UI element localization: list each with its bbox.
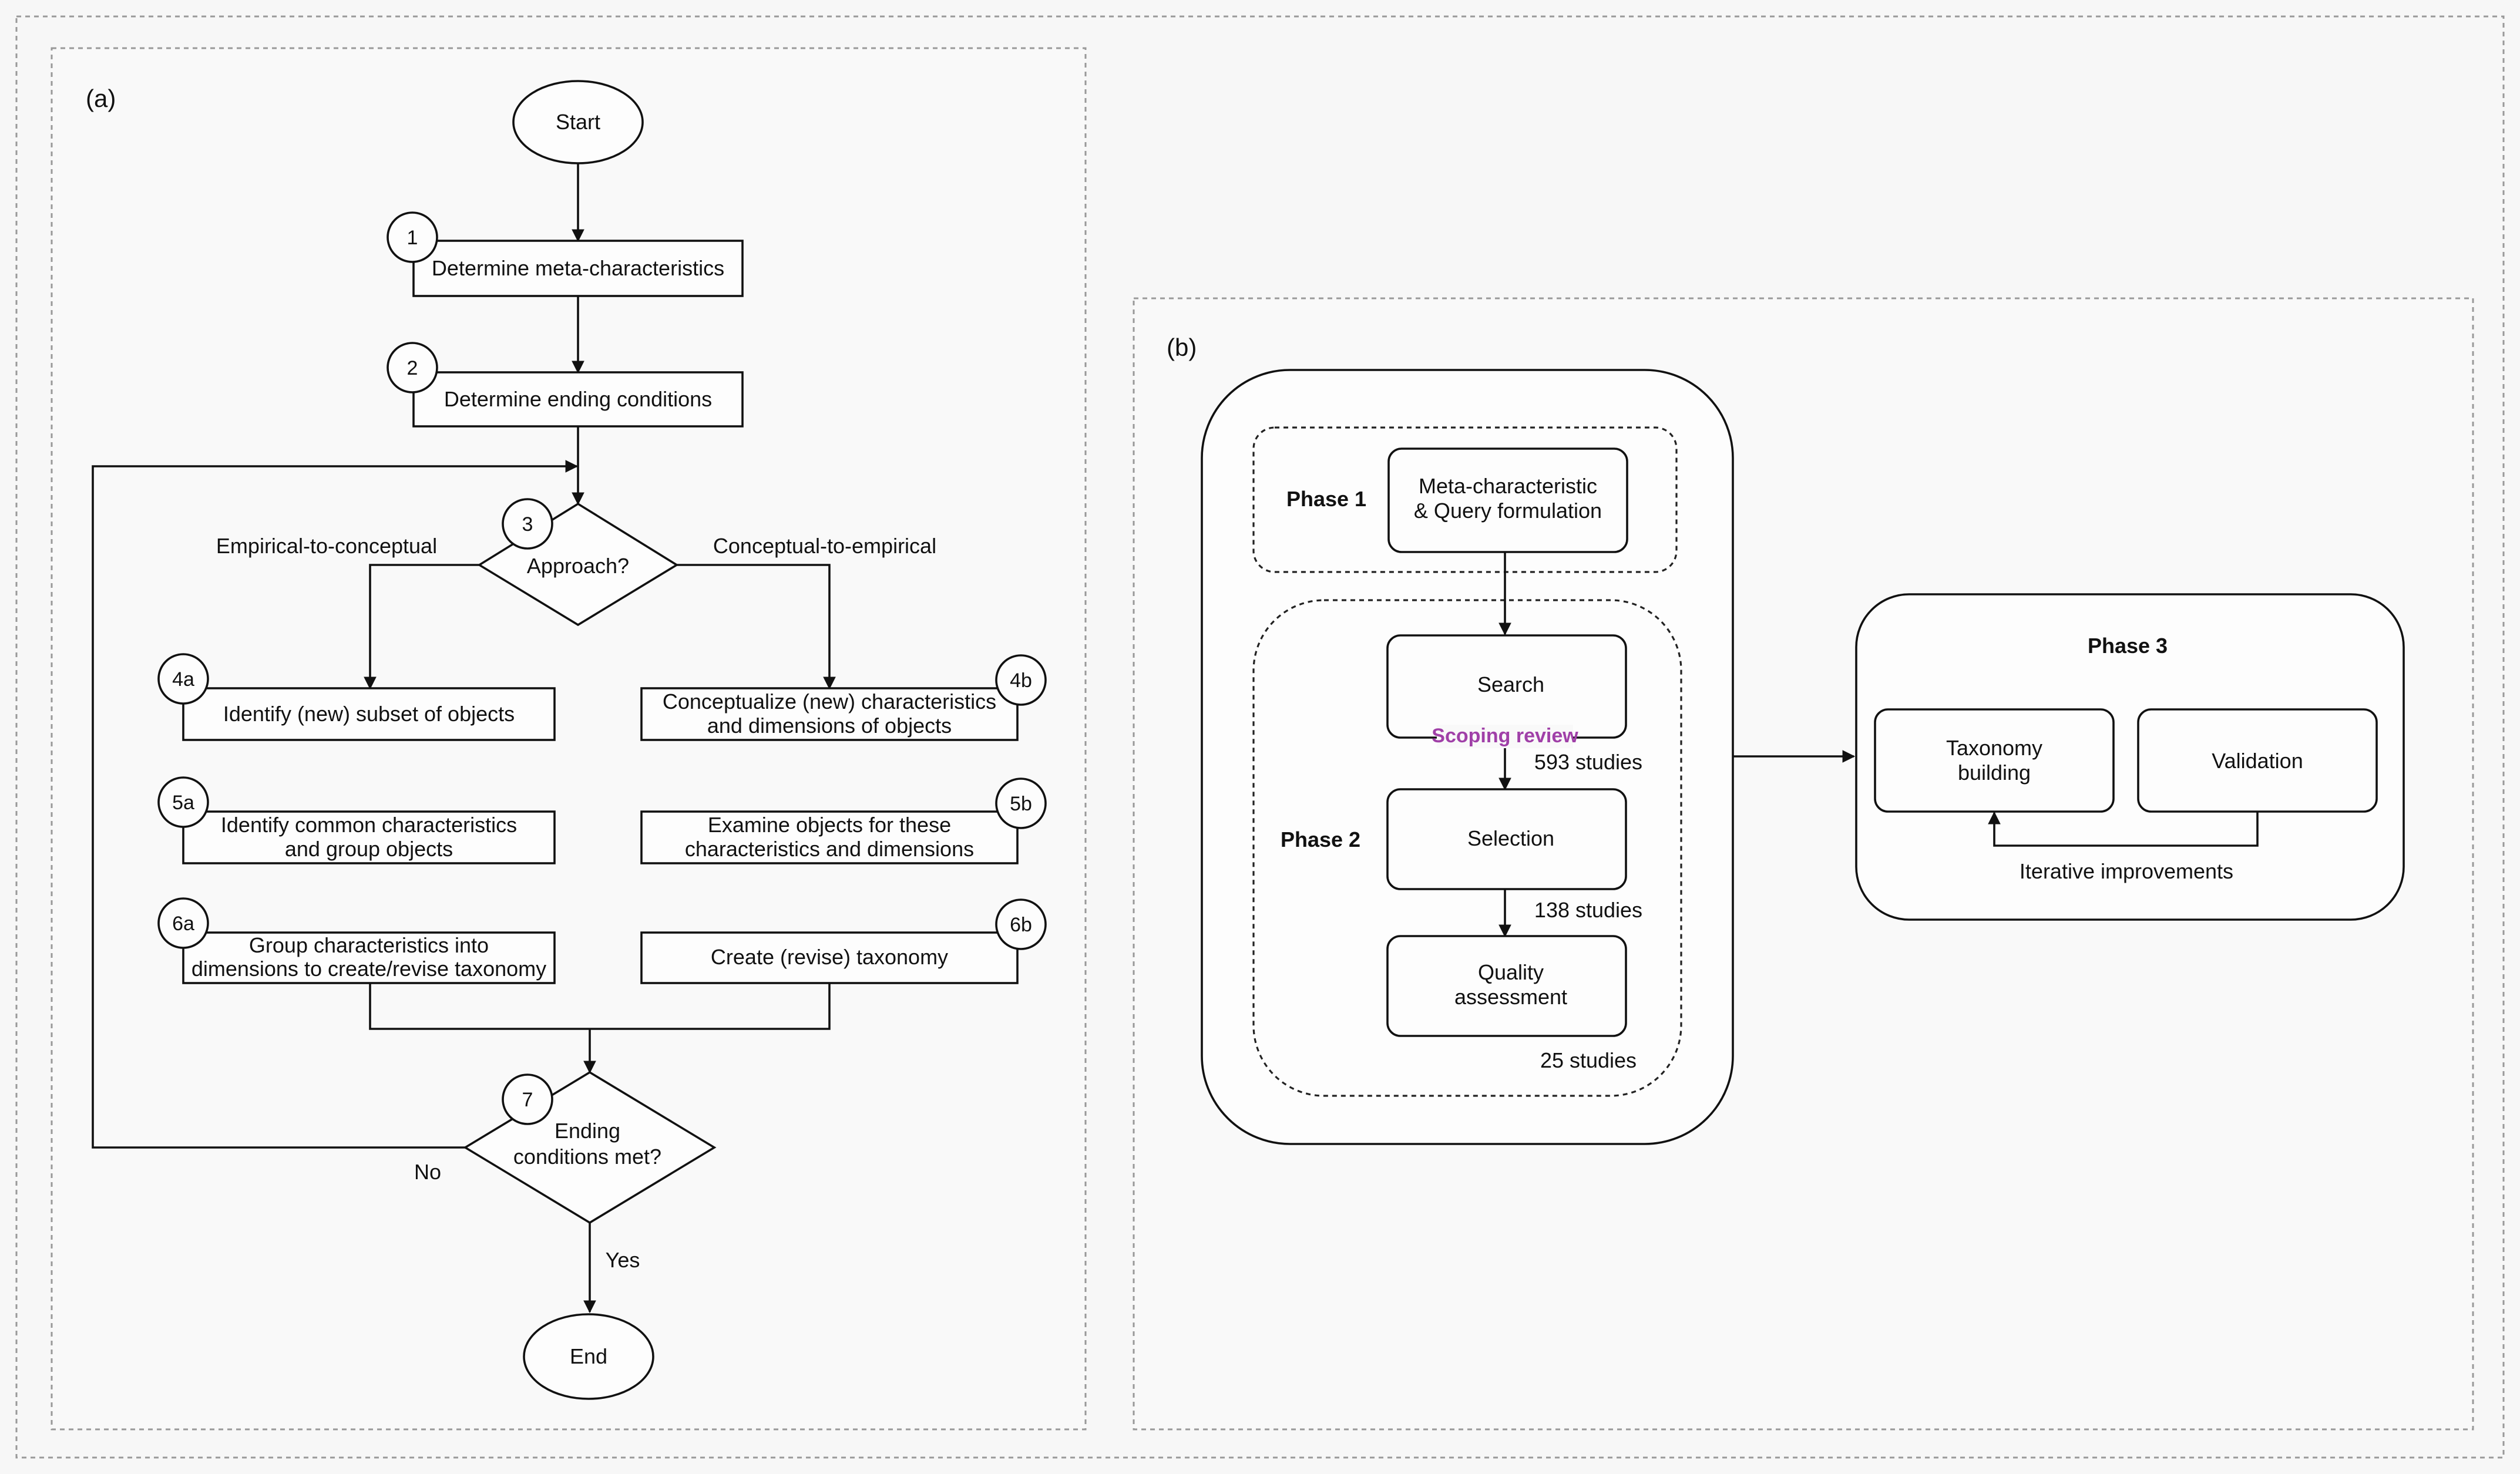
step1-box <box>412 240 744 297</box>
panel-a: (a) Start End Determine meta-characteris… <box>86 80 1047 1400</box>
phase2-group <box>1252 599 1682 1097</box>
merge-line-6a-6b <box>369 983 831 1030</box>
count-quality: 25 studies <box>1540 1048 1637 1072</box>
start-label: Start <box>556 110 600 134</box>
quality-line2: assessment <box>1454 985 1567 1009</box>
step3-badge <box>502 498 553 550</box>
arrow-loop-back-no <box>92 460 579 1149</box>
step3-text: Approach? <box>527 554 629 578</box>
panel-a-connectors <box>92 163 836 1314</box>
step5b-line1: Examine objects for these <box>708 813 951 837</box>
step5a-line2: and group objects <box>285 837 453 861</box>
no-label: No <box>414 1160 441 1184</box>
step5b-badge <box>995 778 1047 829</box>
step5a-number: 5a <box>172 792 194 814</box>
panel-b-label: (b) <box>1167 334 1197 361</box>
taxonomy-line2: building <box>1958 760 2031 785</box>
step7-number: 7 <box>522 1089 533 1111</box>
step6a-number: 6a <box>172 913 194 935</box>
step7-line1: Ending <box>555 1119 620 1143</box>
branch-left-label: Empirical-to-conceptual <box>216 534 437 558</box>
step3-decision <box>477 502 679 627</box>
step1-text: Determine meta-characteristics <box>432 256 724 280</box>
step6b-badge <box>995 898 1047 950</box>
panel-b: (b) Phase 1 Meta-characteristic & Query … <box>1167 334 2405 1145</box>
end-terminator <box>523 1313 654 1400</box>
phase2-label: Phase 2 <box>1281 827 1360 852</box>
step6b-text: Create (revise) taxonomy <box>711 945 948 969</box>
quality-box <box>1386 935 1627 1037</box>
step2-badge <box>387 342 438 393</box>
step4b-box <box>640 687 1019 741</box>
step2-box <box>412 371 744 428</box>
step4b-line2: and dimensions of objects <box>707 714 952 738</box>
step6a-line2: dimensions to create/revise taxonomy <box>191 957 546 981</box>
selection-box <box>1386 788 1627 890</box>
start-terminator <box>512 80 644 164</box>
step3-number: 3 <box>522 513 533 536</box>
phase1-group <box>1252 426 1678 573</box>
step4b-line1: Conceptualize (new) characteristics <box>663 689 996 714</box>
step7-badge <box>502 1073 553 1125</box>
taxonomy-line1: Taxonomy <box>1946 736 2042 760</box>
step4b-number: 4b <box>1010 669 1032 692</box>
figure-outer-border <box>15 15 2505 1459</box>
step5b-line2: characteristics and dimensions <box>685 837 974 861</box>
arrow-step3-to-4b <box>677 564 836 690</box>
iterative-label: Iterative improvements <box>2020 859 2233 883</box>
step6a-box <box>182 931 556 984</box>
search-text: Search <box>1477 672 1544 696</box>
validation-text: Validation <box>2212 749 2303 773</box>
count-search: 593 studies <box>1534 750 1642 774</box>
end-label: End <box>570 1344 607 1368</box>
step1-number: 1 <box>407 227 418 249</box>
step2-number: 2 <box>407 357 418 379</box>
step4a-box <box>182 687 556 741</box>
step4a-text: Identify (new) subset of objects <box>223 702 515 726</box>
step5b-number: 5b <box>1010 793 1032 815</box>
phase1-box <box>1387 447 1628 553</box>
phase1-box-line2: & Query formulation <box>1414 499 1602 523</box>
panel-a-label: (a) <box>86 85 116 112</box>
phase1-box-line1: Meta-characteristic <box>1419 474 1597 498</box>
panel-b-border <box>1133 297 2474 1431</box>
step5a-badge <box>157 776 209 828</box>
phase3-container <box>1855 593 2405 921</box>
yes-label: Yes <box>606 1248 640 1272</box>
selection-text: Selection <box>1467 826 1554 850</box>
step4a-number: 4a <box>172 668 194 691</box>
phase3-label: Phase 3 <box>2088 634 2168 658</box>
phase1-label: Phase 1 <box>1286 487 1366 511</box>
step7-line2: conditions met? <box>513 1145 661 1169</box>
step6a-line1: Group characteristics into <box>249 933 489 957</box>
branch-right-label: Conceptual-to-empirical <box>713 534 936 558</box>
iterative-loop-arrow <box>1988 811 2259 847</box>
quality-line1: Quality <box>1478 960 1544 984</box>
step6b-box <box>640 931 1019 984</box>
scoping-review-label: Scoping review <box>1432 725 1578 747</box>
count-selection: 138 studies <box>1534 898 1642 922</box>
step2-text: Determine ending conditions <box>444 387 712 411</box>
step4b-badge <box>995 654 1047 706</box>
step5a-line1: Identify common characteristics <box>221 813 517 837</box>
scoping-review-bg <box>1437 725 1573 748</box>
step5a-box <box>182 810 556 864</box>
arrow-step3-to-4a <box>364 564 479 690</box>
step6a-badge <box>157 897 209 949</box>
step5b-box <box>640 810 1019 864</box>
step4a-badge <box>157 653 209 705</box>
step1-badge <box>387 211 438 263</box>
step6b-number: 6b <box>1010 914 1032 936</box>
